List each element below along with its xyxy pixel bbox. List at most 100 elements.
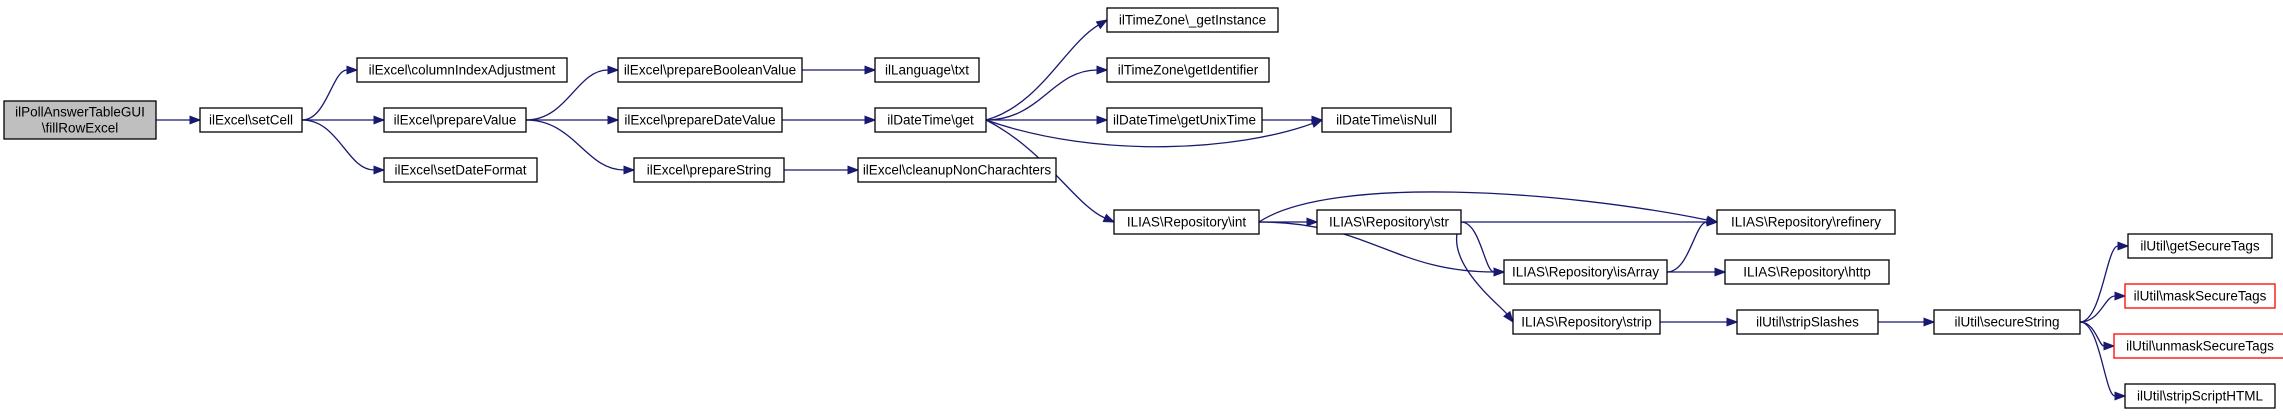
edge-secureString-to-getSecureTags — [2079, 241, 2130, 323]
node-get[interactable]: ilDateTime\get — [874, 107, 987, 133]
node-label: ilExcel\cleanupNonCharachters — [863, 163, 1052, 178]
node-label: ilDateTime\get — [887, 113, 974, 128]
edge-getUnixTime-to-isNull — [1262, 115, 1324, 125]
node-prepareString[interactable]: ilExcel\prepareString — [633, 157, 785, 183]
node-fillRowExcel[interactable]: ilPollAnswerTableGUI\fillRowExcel — [3, 100, 157, 140]
edge-repoStr-to-isArray — [1460, 221, 1506, 277]
node-repoStr[interactable]: ILIAS\Repository\str — [1316, 209, 1462, 235]
node-box — [633, 157, 785, 183]
node-label: ilExcel\prepareDateValue — [624, 113, 775, 128]
edge-prepareValue-to-prepareDateValue — [526, 115, 620, 125]
node-txt[interactable]: ilLanguage\txt — [874, 57, 980, 83]
edge-secureString-to-stripScriptHTML — [2079, 321, 2127, 401]
edge-arrowhead — [607, 65, 620, 75]
node-box — [383, 157, 538, 183]
node-label: ILIAS\Repository\refinery — [1731, 215, 1881, 230]
node-box — [1724, 259, 1890, 285]
node-prepareDateValue[interactable]: ilExcel\prepareDateValue — [617, 107, 783, 133]
edge-arrowhead — [1096, 115, 1109, 125]
edge-arrowhead — [373, 115, 386, 125]
node-repoInt[interactable]: ILIAS\Repository\int — [1113, 209, 1260, 235]
node-getSecureTags[interactable]: ilUtil\getSecureTags — [2127, 233, 2273, 259]
node-box — [617, 57, 803, 83]
node-prepareBooleanValue[interactable]: ilExcel\prepareBooleanValue — [617, 57, 803, 83]
edge-arrowhead — [2114, 291, 2127, 301]
edge-isArray-to-http — [1667, 267, 1727, 277]
edge-arrowhead — [847, 165, 860, 175]
edge-arrowhead — [1714, 267, 1727, 277]
node-isNull[interactable]: ilDateTime\isNull — [1321, 107, 1452, 133]
edge-line — [985, 69, 1098, 121]
node-label: ILIAS\Repository\http — [1743, 265, 1871, 280]
node-label: ILIAS\Repository\isArray — [1512, 265, 1659, 280]
edge-arrowhead — [2103, 341, 2116, 351]
edge-line — [2079, 321, 2105, 347]
node-label: ilDateTime\getUnixTime — [1113, 113, 1256, 128]
edge-arrowhead — [1096, 65, 1109, 75]
node-maskSecureTags[interactable]: ilUtil\maskSecureTags — [2124, 283, 2276, 309]
node-label: ilExcel\prepareBooleanValue — [624, 63, 796, 78]
node-box — [874, 107, 987, 133]
node-box — [2124, 283, 2276, 309]
node-label: \fillRowExcel — [42, 121, 119, 136]
edge-stripSlashes-to-secureString — [1878, 317, 1936, 327]
node-label: ilExcel\prepareValue — [394, 113, 517, 128]
node-cleanupNonCharachters[interactable]: ilExcel\cleanupNonCharachters — [857, 157, 1057, 183]
node-stripSlashes[interactable]: ilUtil\stripSlashes — [1736, 309, 1879, 335]
edge-secureString-to-maskSecureTags — [2079, 291, 2127, 323]
node-box — [2124, 383, 2276, 409]
node-label: ilTimeZone\getIdentifier — [1118, 63, 1259, 78]
edge-line — [1460, 221, 1495, 273]
edge-arrowhead — [1095, 19, 1109, 30]
node-unmaskSecureTags[interactable]: ilUtil\unmaskSecureTags — [2113, 333, 2283, 359]
node-label: ilDateTime\isNull — [1336, 113, 1437, 128]
node-getUnixTime[interactable]: ilDateTime\getUnixTime — [1106, 107, 1263, 133]
node-getInstance[interactable]: ilTimeZone\_getInstance — [1106, 7, 1279, 33]
node-box — [199, 107, 303, 133]
node-box — [1113, 209, 1260, 235]
node-columnIndexAdjustment[interactable]: ilExcel\columnIndexAdjustment — [356, 57, 568, 83]
node-refinery[interactable]: ILIAS\Repository\refinery — [1716, 209, 1896, 235]
node-box — [3, 100, 157, 140]
edge-arrowhead — [864, 115, 877, 125]
edge-line — [2079, 245, 2119, 323]
node-label: ilExcel\prepareString — [647, 163, 772, 178]
edge-arrowhead — [1493, 267, 1506, 277]
node-label: ilUtil\unmaskSecureTags — [2126, 339, 2274, 354]
edge-line — [301, 69, 348, 121]
node-stripScriptHTML[interactable]: ilUtil\stripScriptHTML — [2124, 383, 2276, 409]
edge-line — [985, 119, 1313, 148]
edge-arrowhead — [1306, 217, 1319, 227]
node-prepareValue[interactable]: ilExcel\prepareValue — [383, 107, 527, 133]
node-setDateFormat[interactable]: ilExcel\setDateFormat — [383, 157, 538, 183]
edge-prepareDateValue-to-get — [782, 115, 877, 125]
edge-arrowhead — [1923, 317, 1936, 327]
edge-line — [525, 69, 609, 121]
edge-line — [301, 119, 375, 171]
edge-arrowhead — [1503, 310, 1514, 324]
node-box — [1933, 309, 2081, 335]
node-box — [1716, 209, 1896, 235]
edge-line — [985, 24, 1099, 121]
node-http[interactable]: ILIAS\Repository\http — [1724, 259, 1890, 285]
edge-line — [1455, 221, 1508, 315]
node-label: ilUtil\stripSlashes — [1756, 315, 1859, 330]
node-box — [1106, 57, 1270, 83]
node-setCell[interactable]: ilExcel\setCell — [199, 107, 303, 133]
node-label: ilPollAnswerTableGUI — [15, 105, 145, 120]
node-label: ilLanguage\txt — [885, 63, 969, 78]
node-getIdentifier[interactable]: ilTimeZone\getIdentifier — [1106, 57, 1270, 83]
node-label: ilUtil\getSecureTags — [2140, 239, 2260, 254]
node-label: ilUtil\secureString — [1954, 315, 2059, 330]
node-box — [1106, 7, 1279, 33]
node-secureString[interactable]: ilUtil\secureString — [1933, 309, 2081, 335]
edge-strip-to-stripSlashes — [1660, 317, 1739, 327]
node-box — [1503, 259, 1668, 285]
node-isArray[interactable]: ILIAS\Repository\isArray — [1503, 259, 1668, 285]
edge-line — [2079, 321, 2116, 397]
node-label: ilExcel\setCell — [209, 113, 293, 128]
node-strip[interactable]: ILIAS\Repository\strip — [1512, 309, 1661, 335]
edge-repoStr-to-refinery — [1461, 217, 1719, 227]
edge-get-to-getUnixTime — [986, 115, 1109, 125]
